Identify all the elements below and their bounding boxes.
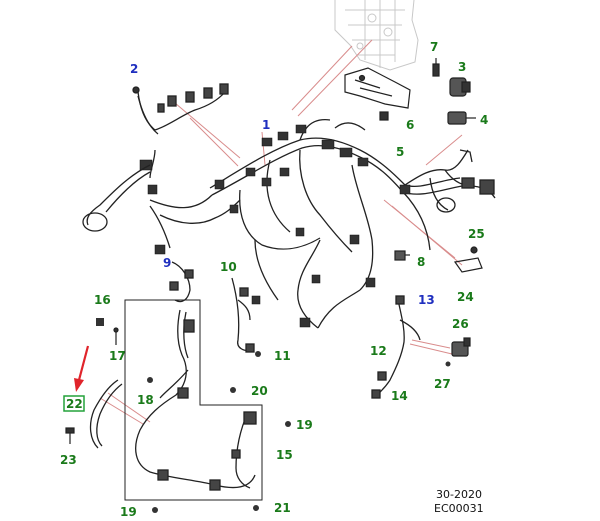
callout-1: 1 (262, 118, 270, 132)
bolt-21 (253, 505, 259, 511)
harness-12 (371, 295, 421, 399)
right-harness (404, 149, 496, 213)
callout-17: 17 (109, 349, 126, 363)
red-arrow-icon (74, 345, 90, 392)
callout-12: 12 (370, 344, 387, 358)
callout-9: 9 (163, 256, 171, 270)
bolt-11 (255, 351, 261, 357)
callout-19a: 19 (296, 418, 313, 432)
callout-20: 20 (251, 384, 268, 398)
clip-18 (147, 377, 153, 383)
sub-harness-9 (169, 261, 194, 303)
callout-2: 2 (130, 62, 138, 76)
callout-18: 18 (137, 393, 154, 407)
main-engine-harness (149, 119, 463, 329)
connector-3 (449, 77, 471, 97)
callout-16: 16 (94, 293, 111, 307)
bracket-assembly (344, 67, 411, 121)
connector-8 (394, 250, 410, 261)
bracket-22 (89, 379, 123, 449)
leader-lines (99, 39, 463, 425)
harness-10 (231, 277, 255, 353)
bolt-19-bottom (152, 507, 158, 513)
callout-22: 22 (66, 397, 83, 411)
callout-7: 7 (430, 40, 438, 54)
bracket-24 (453, 246, 483, 273)
callout-26: 26 (452, 317, 469, 331)
callout-25: 25 (468, 227, 485, 241)
connector-4 (447, 111, 476, 125)
callout-19b: 19 (120, 505, 137, 519)
callout-3: 3 (458, 60, 466, 74)
callout-labels: 1 2 3 4 5 6 7 8 9 10 11 12 13 14 15 16 1… (60, 40, 488, 519)
stud-17 (113, 327, 119, 345)
callout-8: 8 (417, 255, 425, 269)
callout-11: 11 (274, 349, 291, 363)
callout-27: 27 (434, 377, 451, 391)
footer-date: 30-2020 (436, 488, 482, 501)
bolt-7 (432, 58, 440, 77)
callout-22-highlight (63, 395, 85, 412)
callout-23: 23 (60, 453, 77, 467)
left-harness-branch (82, 149, 156, 232)
main-harness-connectors (139, 124, 411, 328)
group-box-15 (124, 299, 263, 501)
callout-24: 24 (457, 290, 474, 304)
bolt-19-right (285, 421, 291, 427)
callout-10: 10 (220, 260, 237, 274)
footer-code: EC00031 (434, 502, 484, 515)
callout-21: 21 (274, 501, 291, 515)
connector-26 (451, 337, 471, 357)
callout-5: 5 (396, 145, 404, 159)
callout-6: 6 (406, 118, 414, 132)
engine-block (334, 0, 419, 71)
nut-16 (96, 318, 104, 326)
callout-15: 15 (276, 448, 293, 462)
callout-14: 14 (391, 389, 408, 403)
injector-harness (132, 83, 229, 135)
callout-4: 4 (480, 113, 488, 127)
bolt-20 (230, 387, 236, 393)
bolt-23 (65, 427, 75, 444)
bolt-27 (445, 361, 451, 367)
callout-13: 13 (418, 293, 435, 307)
harness-15 (135, 309, 257, 491)
